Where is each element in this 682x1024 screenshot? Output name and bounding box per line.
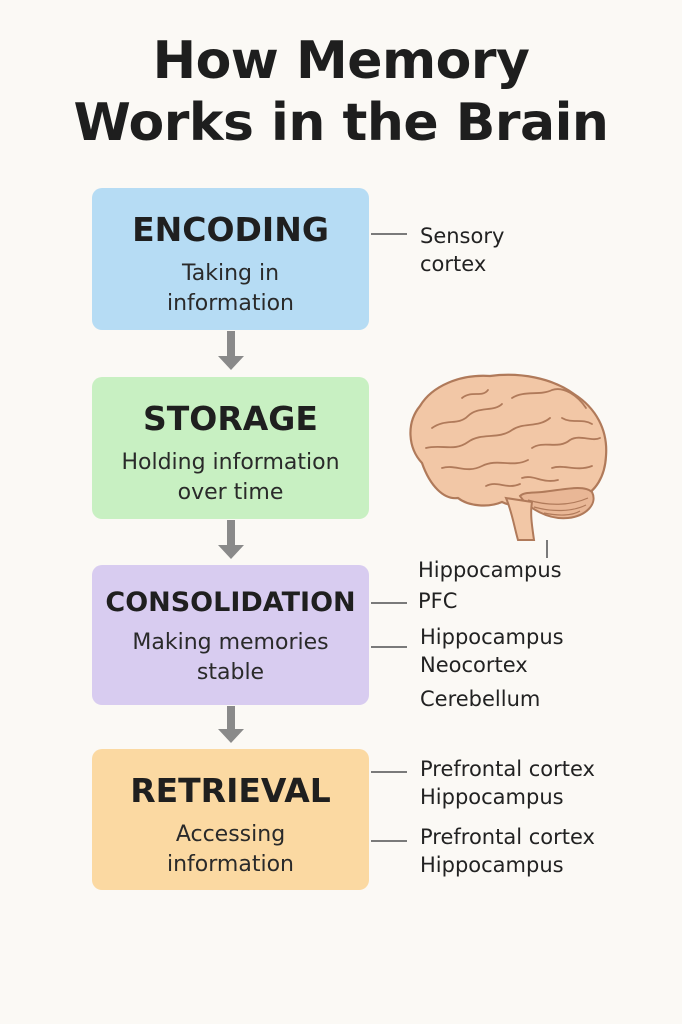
page-title: How Memory Works in the Brain — [0, 30, 682, 154]
region-label-retrieval-1: Prefrontal cortex Hippocampus — [420, 755, 595, 811]
stage-name: STORAGE — [143, 399, 318, 438]
stage-description: Accessing information — [92, 820, 369, 880]
region-label-brain: Hippocampus PFC — [418, 556, 562, 615]
stage-name: CONSOLIDATION — [105, 587, 356, 618]
connector-line — [371, 602, 407, 604]
region-text: Prefrontal cortex — [420, 757, 595, 781]
title-line-2: Works in the Brain — [73, 93, 609, 153]
region-text: Hippocampus — [418, 558, 562, 582]
region-label-encoding: Sensory cortex — [420, 222, 504, 278]
brain-pointer-line — [546, 540, 548, 558]
stage-name: RETRIEVAL — [130, 771, 331, 810]
stage-name: ENCODING — [132, 210, 329, 249]
region-text: Hippocampus — [420, 785, 564, 809]
down-arrow-icon — [218, 520, 244, 560]
region-text: PFC — [418, 589, 458, 613]
stage-description: Making memories stable — [92, 628, 369, 688]
region-text: cortex — [420, 252, 487, 276]
stage-description: Taking in information — [92, 259, 369, 319]
region-text: Hippocampus — [420, 853, 564, 877]
stage-desc-line: information — [167, 291, 294, 316]
stage-retrieval: RETRIEVAL Accessing information — [92, 749, 369, 890]
region-text: Cerebellum — [420, 687, 541, 711]
connector-line — [371, 840, 407, 842]
stage-desc-line: over time — [177, 480, 284, 505]
down-arrow-icon — [218, 706, 244, 744]
connector-line — [371, 771, 407, 773]
connector-line — [371, 233, 407, 235]
stage-desc-line: Taking in — [181, 261, 280, 286]
region-text: Hippocampus — [420, 625, 564, 649]
stage-desc-line: Holding information — [121, 450, 340, 475]
region-text: Prefrontal cortex — [420, 825, 595, 849]
stage-storage: STORAGE Holding information over time — [92, 377, 369, 519]
stage-description: Holding information over time — [92, 448, 369, 508]
down-arrow-icon — [218, 331, 244, 371]
title-line-1: How Memory — [152, 31, 530, 91]
region-label-consolidation: Hippocampus Neocortex Cerebellum — [420, 623, 564, 713]
stage-desc-line: Making memories — [132, 630, 329, 655]
connector-line — [371, 646, 407, 648]
stage-encoding: ENCODING Taking in information — [92, 188, 369, 330]
stage-desc-line: Accessing — [175, 822, 286, 847]
stage-desc-line: stable — [196, 660, 265, 685]
stage-consolidation: CONSOLIDATION Making memories stable — [92, 565, 369, 705]
region-text: Neocortex — [420, 653, 528, 677]
stage-desc-line: information — [167, 852, 294, 877]
region-text: Sensory — [420, 224, 505, 248]
brain-icon — [409, 373, 608, 541]
region-label-retrieval-2: Prefrontal cortex Hippocampus — [420, 823, 595, 879]
